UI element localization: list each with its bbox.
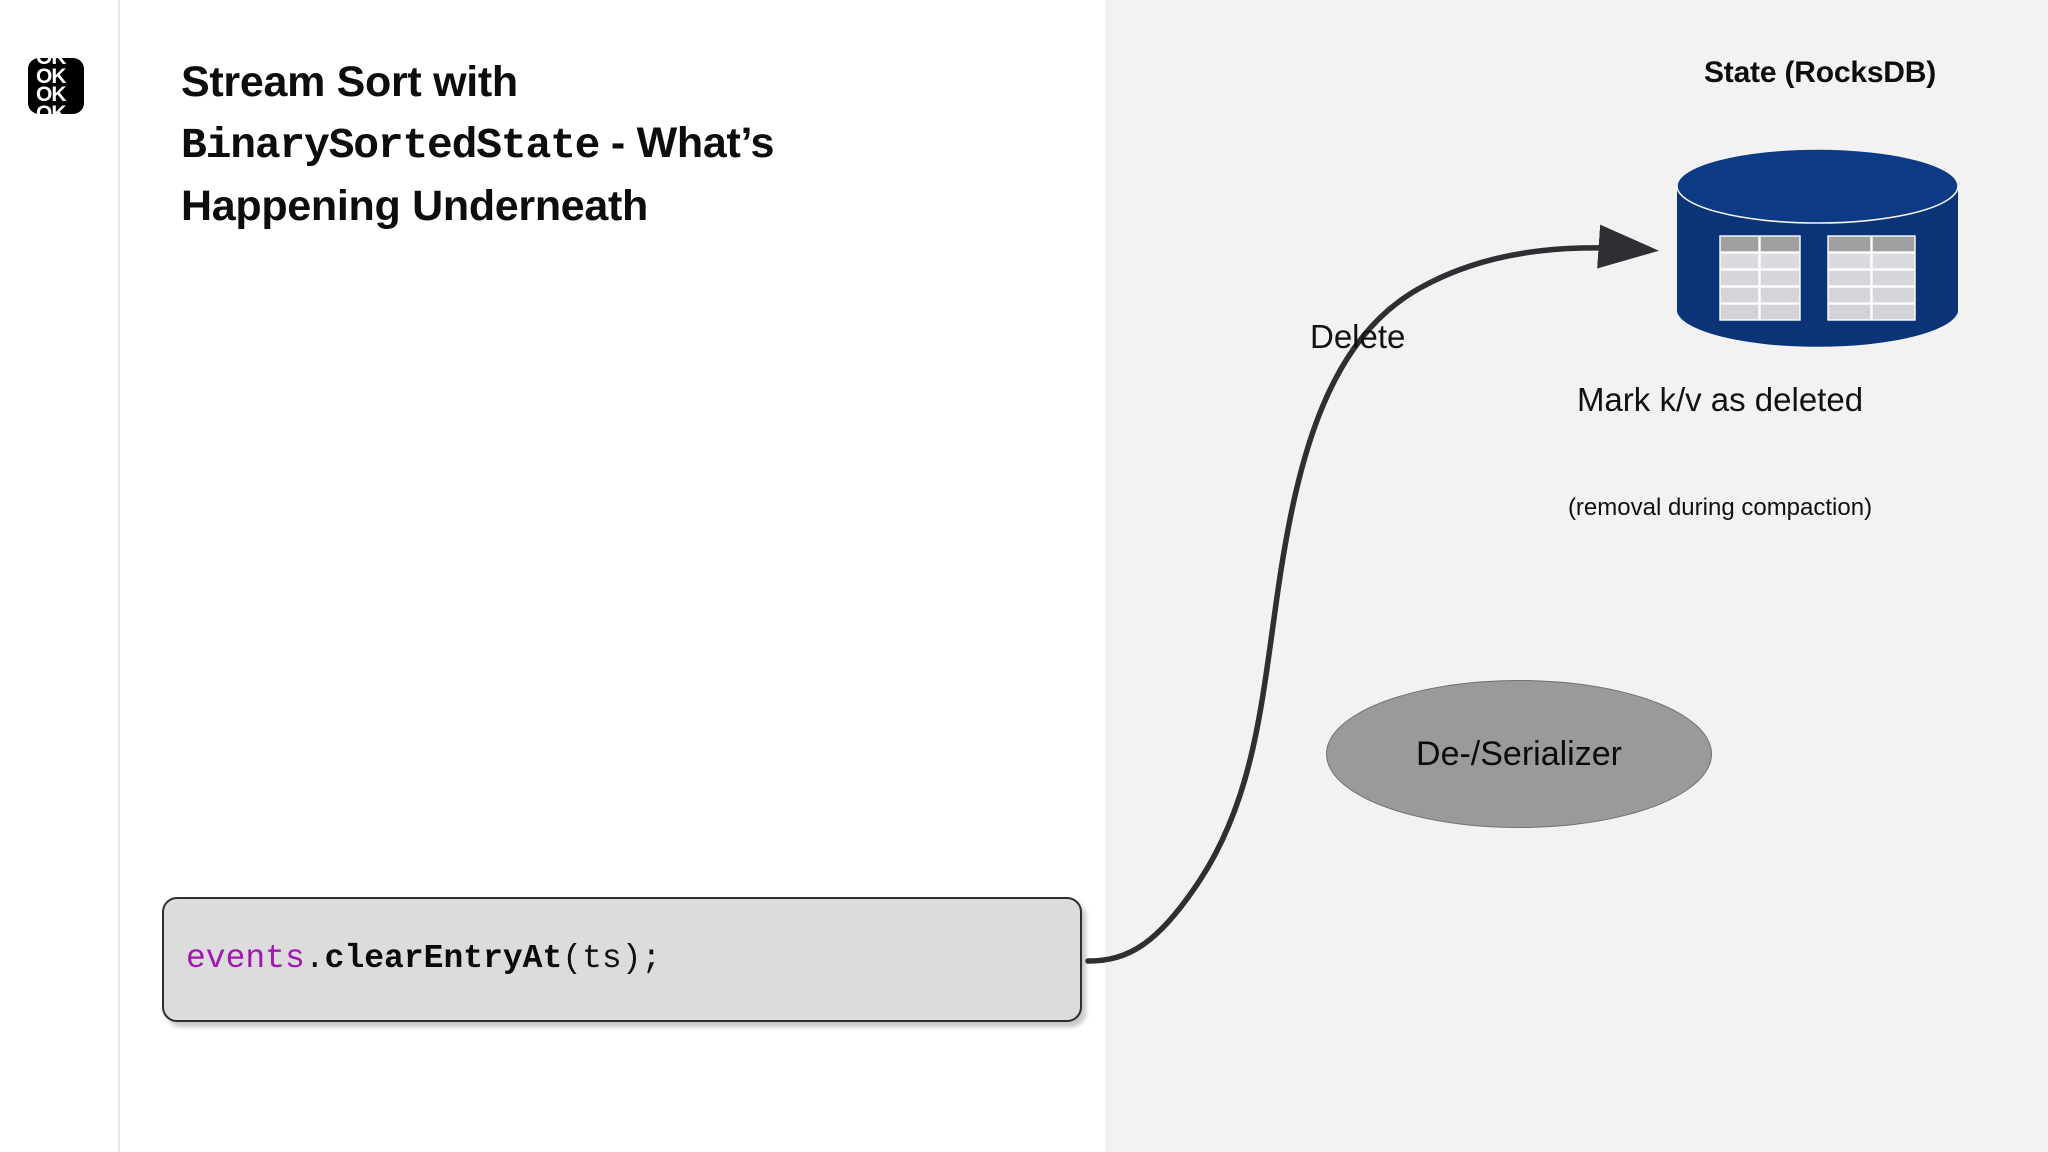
sidebar-divider xyxy=(118,0,120,1152)
state-heading: State (RocksDB) xyxy=(1703,56,1937,89)
code-identifier: events xyxy=(186,940,305,977)
code-dot: . xyxy=(304,940,325,977)
serializer-label: De-/Serializer xyxy=(1416,734,1622,773)
rocksdb-cylinder-icon xyxy=(1676,148,1959,347)
db-table-1 xyxy=(1719,235,1801,321)
code-snippet-text: events.clearEntryAt(ts); xyxy=(186,940,661,977)
state-caption: Mark k/v as deleted xyxy=(1576,381,1864,418)
code-method: clearEntryAt xyxy=(324,940,563,977)
title-line-2-tail: - What’s xyxy=(599,119,775,167)
code-snippet-box[interactable]: events.clearEntryAt(ts); xyxy=(162,897,1082,1022)
arrow-label-delete: Delete xyxy=(1310,318,1406,355)
db-table-2 xyxy=(1827,235,1916,321)
title-line-1: Stream Sort with xyxy=(181,58,518,106)
code-args: (ts); xyxy=(562,940,662,977)
serializer-node: De-/Serializer xyxy=(1326,680,1712,828)
state-subcaption: (removal during compaction) xyxy=(1567,494,1873,521)
title-mono-token: BinarySortedState xyxy=(181,121,600,170)
logo-text: OKOKOKOK xyxy=(36,58,67,114)
okokok-logo-icon: OKOKOKOK xyxy=(28,58,84,114)
title-line-3: Happening Underneath xyxy=(181,182,649,230)
